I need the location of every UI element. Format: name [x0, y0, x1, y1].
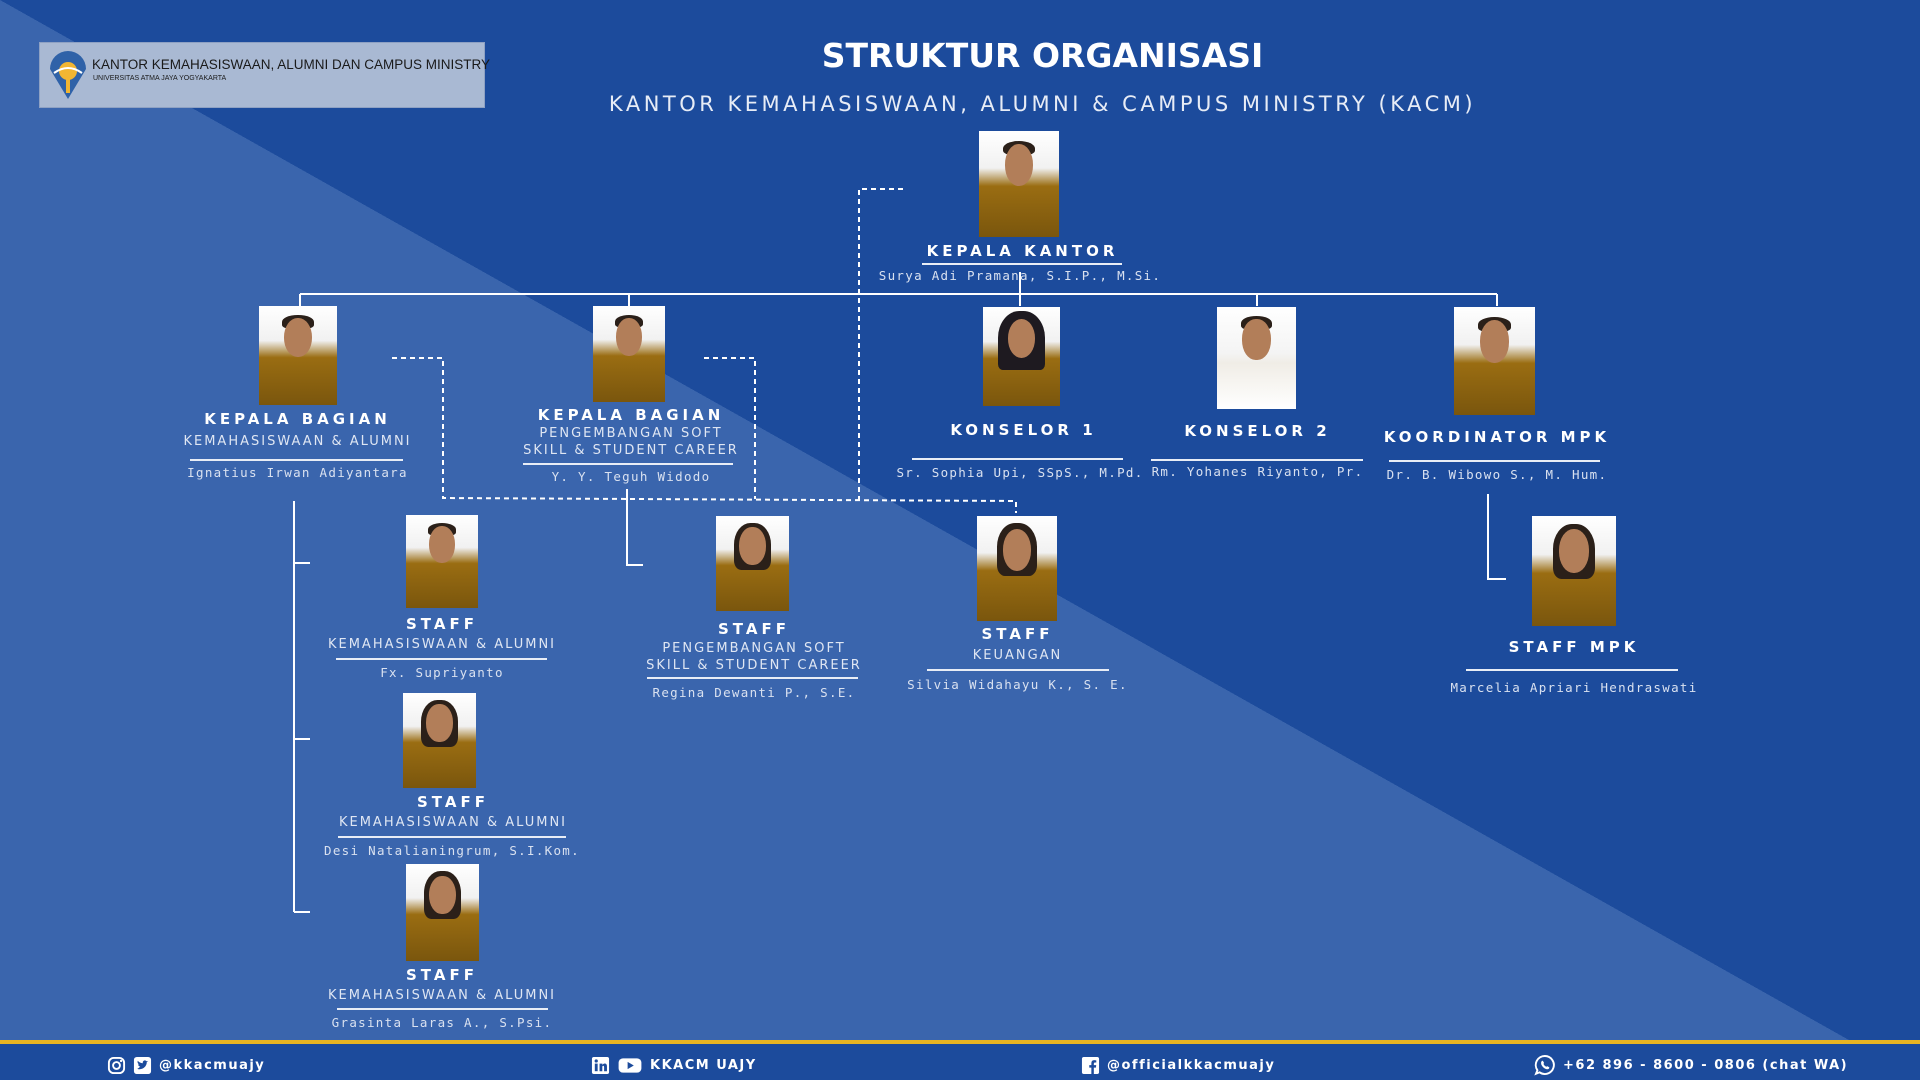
- underline-koordinator-mpk: [1389, 460, 1600, 462]
- underline-staff-kema-2: [338, 836, 566, 838]
- role-kabag-kemahasiswaan: KEPALA BAGIAN: [204, 410, 391, 428]
- office-logo-banner: KANTOR KEMAHASISWAAN, ALUMNI DAN CAMPUS …: [39, 42, 490, 108]
- whatsapp-icon[interactable]: [1534, 1054, 1556, 1076]
- underline-staff-kema-1: [336, 658, 547, 660]
- dashed-kepala-keuangan: [858, 188, 903, 501]
- footer-facebook[interactable]: @officialkkacmuajy: [1081, 1054, 1275, 1076]
- instagram-icon[interactable]: [107, 1056, 126, 1075]
- role-staff-mpk: STAFF MPK: [1508, 638, 1640, 656]
- role-konselor2: KONSELOR 2: [1184, 422, 1331, 440]
- photo-kepala-kantor: [979, 131, 1059, 237]
- dept1-staff-softskill: PENGEMBANGAN SOFT: [662, 641, 846, 656]
- role-kepala-kantor: KEPALA KANTOR: [926, 242, 1119, 260]
- dept-staff-kema-2: KEMAHASISWAAN & ALUMNI: [338, 815, 568, 830]
- dept-kabag-kemahasiswaan: KEMAHASISWAAN & ALUMNI: [183, 434, 412, 449]
- footer-linkedin-name: KKACM UAJY: [650, 1057, 757, 1073]
- underline-kabag-softskill: [523, 463, 733, 465]
- photo-staff-keuangan: [977, 516, 1057, 621]
- name-staff-kema-3: Grasinta Laras A., S.Psi.: [331, 1015, 553, 1030]
- role-konselor1: KONSELOR 1: [950, 421, 1097, 439]
- footer-facebook-handle: @officialkkacmuajy: [1107, 1057, 1276, 1073]
- photo-staff-softskill: [716, 516, 789, 611]
- twitter-icon[interactable]: [133, 1056, 152, 1075]
- footer-bar: [0, 1044, 1920, 1080]
- dept-staff-kema-1: KEMAHASISWAAN & ALUMNI: [327, 637, 557, 652]
- underline-konselor2: [1151, 459, 1363, 461]
- university-emblem-icon: [50, 51, 86, 99]
- footer-instagram-handle: @kkacmuajy: [159, 1057, 266, 1073]
- photo-koordinator-mpk: [1454, 307, 1535, 415]
- dept-staff-kema-3: KEMAHASISWAAN & ALUMNI: [327, 988, 557, 1003]
- name-kabag-kemahasiswaan: Ignatius Irwan Adiyantara: [187, 465, 408, 480]
- name-kabag-softskill: Y. Y. Teguh Widodo: [551, 469, 711, 484]
- role-staff-kema-2: STAFF: [417, 793, 489, 811]
- dashed-kabag-kema-keuangan: [392, 357, 1017, 513]
- role-staff-kema-3: STAFF: [406, 966, 478, 984]
- linkedin-icon[interactable]: [591, 1056, 610, 1075]
- photo-konselor1: [983, 307, 1060, 406]
- footer-linkedin-youtube[interactable]: KKACM UAJY: [591, 1054, 757, 1076]
- underline-kabag-kemahasiswaan: [190, 459, 403, 461]
- name-staff-softskill: Regina Dewanti P., S.E.: [652, 685, 856, 700]
- footer-whatsapp[interactable]: +62 896 - 8600 - 0806 (chat WA): [1534, 1054, 1848, 1076]
- name-konselor2: Rm. Yohanes Riyanto, Pr.: [1151, 464, 1364, 479]
- name-staff-keuangan: Silvia Widahayu K., S. E.: [907, 677, 1128, 692]
- underline-konselor1: [912, 458, 1123, 460]
- underline-staff-softskill: [647, 677, 858, 679]
- name-koordinator-mpk: Dr. B. Wibowo S., M. Hum.: [1386, 467, 1608, 482]
- dept2-staff-softskill: SKILL & STUDENT CAREER: [646, 658, 862, 673]
- name-kepala-kantor: Surya Adi Pramana, S.I.P., M.Si.: [878, 268, 1162, 283]
- photo-konselor2: [1217, 307, 1296, 409]
- footer-accent-line: [0, 1040, 1920, 1044]
- connector-mpk-staff: [1487, 494, 1506, 580]
- photo-staff-kema-2: [403, 693, 476, 788]
- page-subtitle: KANTOR KEMAHASISWAAN, ALUMNI & CAMPUS MI…: [608, 92, 1477, 116]
- footer-instagram-twitter[interactable]: @kkacmuajy: [107, 1054, 265, 1076]
- name-staff-kema-1: Fx. Supriyanto: [380, 665, 504, 680]
- photo-staff-kema-1: [406, 515, 478, 608]
- photo-kabag-softskill: [593, 306, 665, 402]
- role-staff-kema-1: STAFF: [406, 615, 478, 633]
- dept2-kabag-softskill: SKILL & STUDENT CAREER: [523, 443, 739, 458]
- role-koordinator-mpk: KOORDINATOR MPK: [1383, 428, 1611, 446]
- logo-subtitle: UNIVERSITAS ATMA JAYA YOGYAKARTA: [93, 75, 227, 82]
- name-staff-kema-2: Desi Natalianingrum, S.I.Kom.: [324, 843, 580, 858]
- logo-title: KANTOR KEMAHASISWAAN, ALUMNI DAN CAMPUS …: [92, 57, 491, 72]
- role-kabag-softskill: KEPALA BAGIAN: [537, 406, 725, 424]
- underline-kepala-kantor: [922, 263, 1122, 265]
- role-staff-keuangan: STAFF: [981, 625, 1054, 643]
- dept1-kabag-softskill: PENGEMBANGAN SOFT: [539, 426, 723, 441]
- dashed-kabag-softskill-keuangan: [704, 357, 756, 499]
- underline-staff-kema-3: [337, 1008, 548, 1010]
- underline-staff-mpk: [1466, 669, 1678, 671]
- photo-staff-kema-3: [406, 864, 479, 961]
- name-konselor1: Sr. Sophia Upi, SSpS., M.Pd.: [896, 465, 1144, 480]
- connector-softskill-staff: [626, 489, 643, 566]
- youtube-icon[interactable]: [617, 1056, 643, 1075]
- dept-staff-keuangan: KEUANGAN: [972, 648, 1063, 663]
- facebook-icon[interactable]: [1081, 1056, 1100, 1075]
- footer-whatsapp-number: +62 896 - 8600 - 0806 (chat WA): [1563, 1057, 1849, 1073]
- photo-kabag-kemahasiswaan: [259, 306, 337, 405]
- photo-staff-mpk: [1532, 516, 1616, 626]
- name-staff-mpk: Marcelia Apriari Hendraswati: [1450, 680, 1698, 695]
- underline-staff-keuangan: [927, 669, 1109, 671]
- page-title: STRUKTUR ORGANISASI: [821, 36, 1264, 75]
- role-staff-softskill: STAFF: [718, 620, 790, 638]
